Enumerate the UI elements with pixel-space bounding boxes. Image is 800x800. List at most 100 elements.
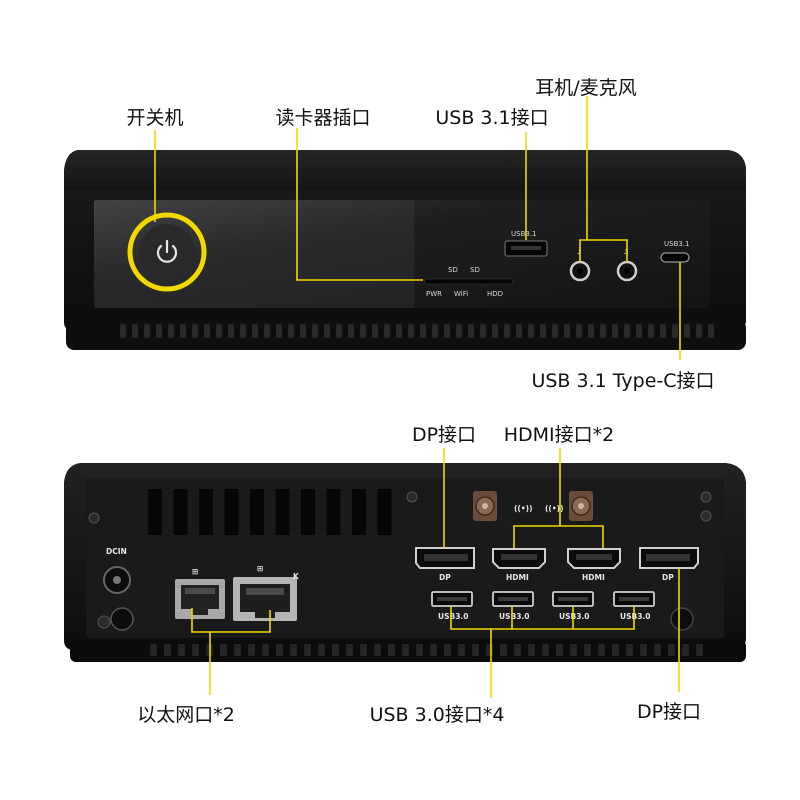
wifi-icon: ((•)) [545, 504, 564, 513]
vent-slot [304, 644, 311, 656]
usb30-ports [431, 591, 655, 607]
svg-text:USB3.1: USB3.1 [664, 240, 690, 248]
vent-slot [336, 324, 342, 338]
vent-slot [312, 324, 318, 338]
svg-text:SD: SD [470, 266, 480, 274]
vent-slot [654, 644, 661, 656]
vent-slot [696, 324, 702, 338]
vent-slot [168, 324, 174, 338]
vent-slot [164, 644, 171, 656]
wifi-icon: ((•)) [514, 504, 533, 513]
vent-slot [276, 644, 283, 656]
vent-slot [180, 324, 186, 338]
vent-slot [276, 324, 282, 338]
vent-slot [480, 324, 486, 338]
sd-logo-icons: SD SD [448, 266, 480, 274]
vent-slot [600, 324, 606, 338]
vent-slot [216, 324, 222, 338]
vent-slot [148, 489, 162, 535]
label-power: 开关机 [126, 107, 184, 129]
vent-slot [612, 644, 619, 656]
svg-text:HDMI: HDMI [582, 573, 605, 582]
vent-slot [492, 324, 498, 338]
usb-typec-port [660, 252, 690, 263]
label-dp-top: DP接口 [411, 424, 477, 446]
vent-slot [570, 644, 577, 656]
svg-text:K: K [293, 572, 300, 581]
vent-slot [252, 324, 258, 338]
kensington-lock [110, 607, 134, 631]
svg-text:DCIN: DCIN [106, 547, 127, 556]
dc-in-port [103, 566, 131, 594]
vent-slot [556, 644, 563, 656]
vent-slot [432, 324, 438, 338]
vent-slot [402, 644, 409, 656]
vent-slot [420, 324, 426, 338]
ethernet-port-1 [175, 579, 225, 619]
vent-slot [318, 644, 325, 656]
network-icon: ⊞ [257, 564, 263, 573]
vent-slot [300, 324, 306, 338]
vent-slot [264, 324, 270, 338]
vent-slot [624, 324, 630, 338]
vent-slot [528, 644, 535, 656]
vent-slot [636, 324, 642, 338]
vent-slot [224, 489, 239, 535]
vent-slot [564, 324, 570, 338]
svg-text:USB3.0: USB3.0 [620, 612, 651, 621]
vent-slot [696, 644, 703, 656]
vent-slot [444, 324, 450, 338]
vent-slot [668, 644, 675, 656]
vent-slot [416, 644, 423, 656]
vent-slot [346, 644, 353, 656]
dp-port-left [415, 547, 475, 569]
vent-slot [514, 644, 521, 656]
vent-slot [204, 324, 210, 338]
headphone-icon: ♫ [623, 248, 629, 256]
vent-slot [326, 489, 341, 535]
vent-slot [324, 324, 330, 338]
vent-slot [120, 324, 126, 338]
label-audio: 耳机/麦克风 [535, 77, 637, 99]
vent-slot [132, 324, 138, 338]
label-ethernet: 以太网口*2 [137, 704, 235, 726]
vent-slot [516, 324, 522, 338]
back-panel [86, 478, 724, 638]
vent-slot [374, 644, 381, 656]
front-glass-panel [94, 200, 710, 308]
vent-slot [468, 324, 474, 338]
vent-slot [396, 324, 402, 338]
vent-slot [178, 644, 185, 656]
vent-slot [588, 324, 594, 338]
front-callout-lines [154, 96, 681, 360]
vent-slot [552, 324, 558, 338]
vent-slot [234, 644, 241, 656]
vent-slot [290, 644, 297, 656]
vent-slot [220, 644, 227, 656]
vent-slot [360, 644, 367, 656]
vent-slot [444, 644, 451, 656]
vent-slot [250, 489, 264, 535]
vent-slot [352, 489, 366, 535]
vent-slot [192, 644, 199, 656]
label-card-reader: 读卡器插口 [275, 107, 371, 129]
svg-text:HDMI: HDMI [506, 573, 529, 582]
vent-slot [360, 324, 366, 338]
antenna-connector-right [569, 491, 593, 521]
label-dp-bottom: DP接口 [636, 701, 702, 723]
vent-slot [584, 644, 591, 656]
label-usb-typec: USB 3.1 Type-C接口 [531, 370, 715, 392]
vent-slot [408, 324, 414, 338]
svg-text:DP: DP [439, 573, 451, 582]
vent-slot [504, 324, 510, 338]
screws [88, 491, 712, 629]
hdmi-port-left [492, 548, 546, 569]
vent-slot [228, 324, 234, 338]
vent-slot [486, 644, 493, 656]
vent-slot [472, 644, 479, 656]
vent-slot [377, 489, 392, 535]
vent-slot [301, 489, 315, 535]
svg-text:SD: SD [448, 266, 458, 274]
svg-text:HDD: HDD [487, 290, 503, 298]
back-callout-lines [191, 448, 680, 698]
